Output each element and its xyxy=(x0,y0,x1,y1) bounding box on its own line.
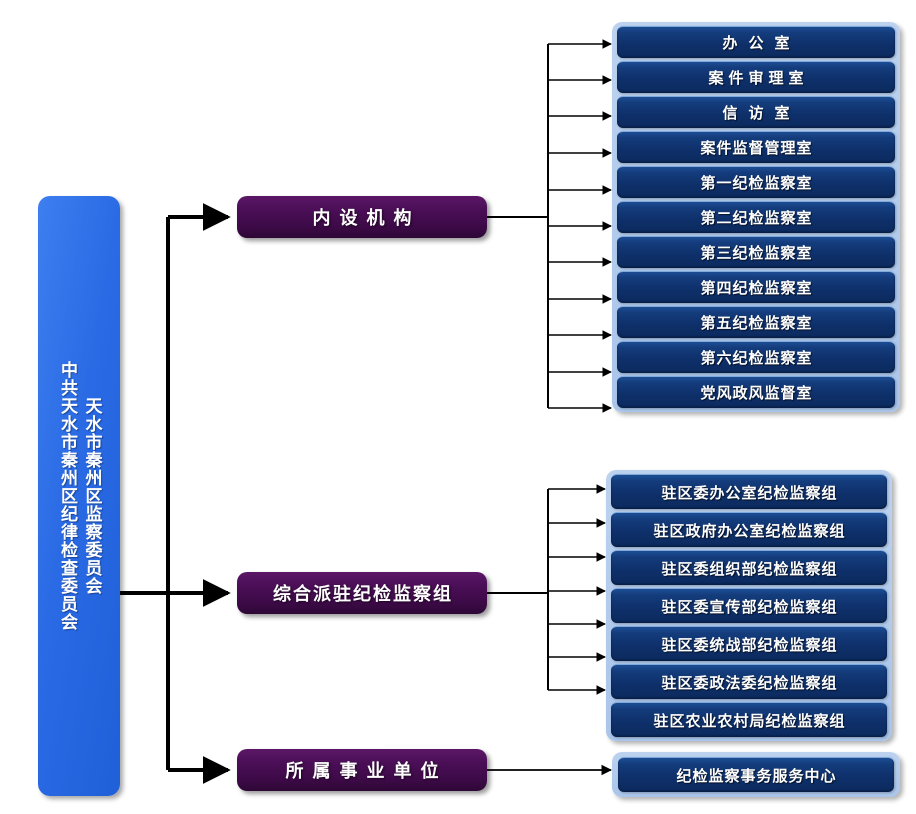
category-node-affiliate-label: 所属事业单位 xyxy=(285,761,448,782)
category-node-stationed[interactable]: 综合派驻纪检监察组 xyxy=(237,572,487,614)
leaf-internal-4[interactable]: 案件监督管理室 xyxy=(617,131,895,163)
leaf-stationed-5[interactable]: 驻区委统战部纪检监察组 xyxy=(611,626,887,661)
group-stationed-teams: 驻区委办公室纪检监察组 驻区政府办公室纪检监察组 驻区委组织部纪检监察组 驻区委… xyxy=(606,470,892,741)
leaf-internal-1[interactable]: 办公室 xyxy=(617,26,895,58)
leaf-stationed-4[interactable]: 驻区委宣传部纪检监察组 xyxy=(611,588,887,623)
leaf-internal-5[interactable]: 第一纪检监察室 xyxy=(617,166,895,198)
category-node-internal[interactable]: 内设机构 xyxy=(237,196,487,238)
category-node-stationed-label: 综合派驻纪检监察组 xyxy=(273,584,453,605)
leaf-internal-8[interactable]: 第四纪检监察室 xyxy=(617,271,895,303)
group-affiliate-units: 纪检监察事务服务中心 xyxy=(612,752,900,797)
leaf-internal-2[interactable]: 案件审理室 xyxy=(617,61,895,93)
leaf-internal-7[interactable]: 第三纪检监察室 xyxy=(617,236,895,268)
leaf-stationed-3[interactable]: 驻区委组织部纪检监察组 xyxy=(611,550,887,585)
leaf-affiliate-1[interactable]: 纪检监察事务服务中心 xyxy=(618,757,894,792)
root-node[interactable]: 中共天水市秦州区纪律检查委员会 天水市秦州区监察委员会 xyxy=(38,196,120,796)
leaf-internal-9[interactable]: 第五纪检监察室 xyxy=(617,306,895,338)
leaf-stationed-2[interactable]: 驻区政府办公室纪检监察组 xyxy=(611,512,887,547)
leaf-stationed-7[interactable]: 驻区农业农村局纪检监察组 xyxy=(611,702,887,737)
leaf-stationed-1[interactable]: 驻区委办公室纪检监察组 xyxy=(611,474,887,509)
leaf-internal-10[interactable]: 第六纪检监察室 xyxy=(617,341,895,373)
root-node-label-right: 中共天水市秦州区纪律检查委员会 xyxy=(57,361,77,631)
leaf-internal-3[interactable]: 信访室 xyxy=(617,96,895,128)
leaf-internal-6[interactable]: 第二纪检监察室 xyxy=(617,201,895,233)
leaf-stationed-6[interactable]: 驻区委政法委纪检监察组 xyxy=(611,664,887,699)
category-node-internal-label: 内设机构 xyxy=(312,208,421,229)
root-node-label-left: 天水市秦州区监察委员会 xyxy=(81,397,102,595)
category-node-affiliate[interactable]: 所属事业单位 xyxy=(237,749,487,791)
group-internal-departments: 办公室 案件审理室 信访室 案件监督管理室 第一纪检监察室 第二纪检监察室 第三… xyxy=(612,22,900,412)
leaf-internal-11[interactable]: 党风政风监督室 xyxy=(617,376,895,408)
